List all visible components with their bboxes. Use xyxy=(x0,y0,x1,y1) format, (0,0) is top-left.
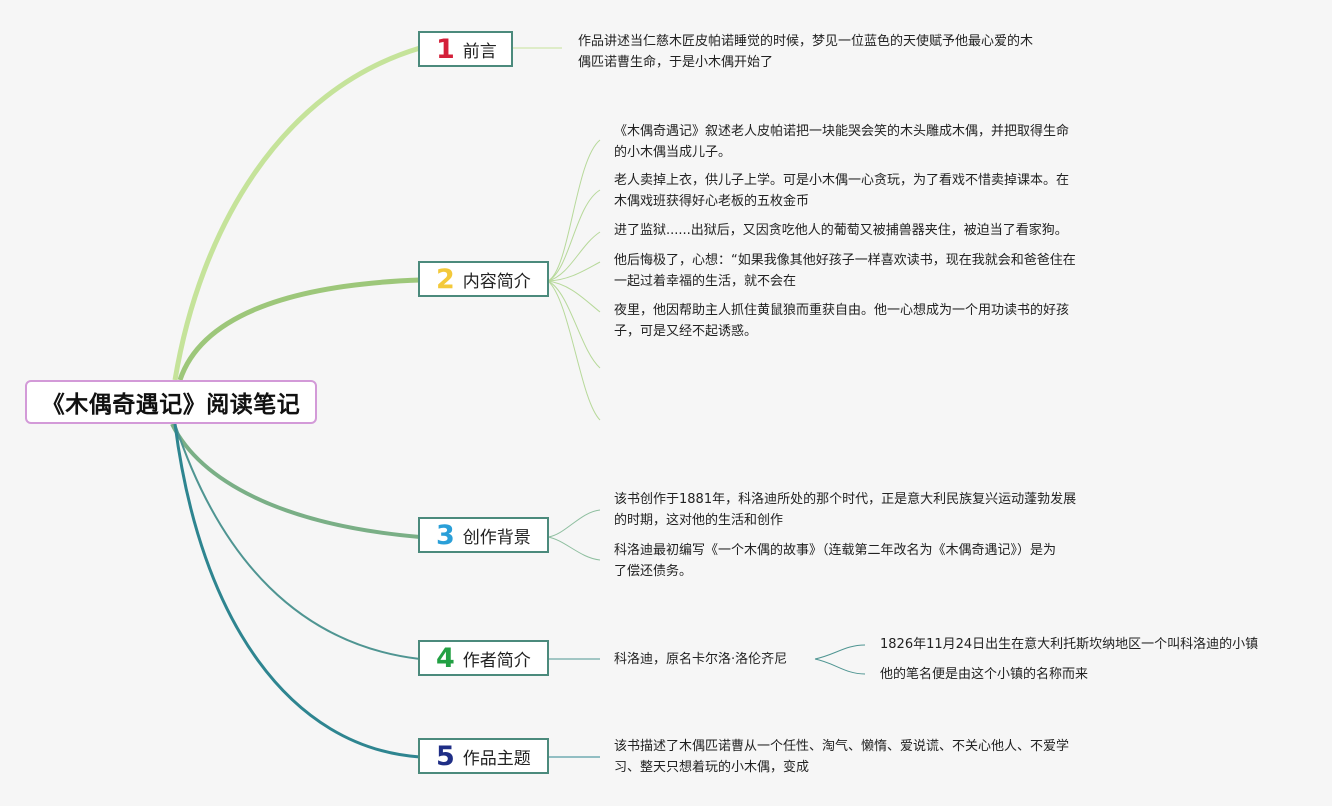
leaf-line: 该书创作于1881年，科洛迪所处的那个时代，正是意大利民族复兴运动蓬勃发展 xyxy=(614,492,1077,507)
number-1-icon: 1 xyxy=(436,33,455,65)
leaf-line: 偶匹诺曹生命，于是小木偶开始了 xyxy=(578,55,774,70)
leaf-summary-5[interactable]: 夜里，他因帮助主人抓住黄鼠狼而重获自由。他一心想成为一个用功读书的好孩 子，可是… xyxy=(614,300,1069,342)
leaf-line: 木偶戏班获得好心老板的五枚金币 xyxy=(614,194,810,209)
leaf-line: 习、整天只想着玩的小木偶，变成 xyxy=(614,760,810,775)
leaf-line: 他的笔名便是由这个小镇的名称而来 xyxy=(880,667,1089,682)
branch-label: 创作背景 xyxy=(462,527,531,548)
root-title: 《木偶奇遇记》阅读笔记 xyxy=(41,392,301,418)
leaf-summary-2[interactable]: 老人卖掉上衣，供儿子上学。可是小木偶一心贪玩，为了看戏不惜卖掉课本。在 木偶戏班… xyxy=(614,170,1069,212)
subleaf-author-penname[interactable]: 他的笔名便是由这个小镇的名称而来 xyxy=(880,664,1088,685)
leaf-line: 一起过着幸福的生活，就不会在 xyxy=(614,274,797,289)
branch-label: 作品主题 xyxy=(462,748,531,769)
root-node[interactable]: 《木偶奇遇记》阅读笔记 xyxy=(25,380,317,424)
leaf-line: 该书描述了木偶匹诺曹从一个任性、淘气、懒惰、爱说谎、不关心他人、不爱学 xyxy=(614,739,1070,754)
branch-label: 前言 xyxy=(462,41,497,62)
leaf-line: 了偿还债务。 xyxy=(614,564,693,579)
link-root-branch-4 xyxy=(174,423,421,660)
link-root-branch-1 xyxy=(172,45,421,381)
leaf-line: 《木偶奇遇记》叙述老人皮帕诺把一块能哭会笑的木头雕成木偶，并把取得生命 xyxy=(614,124,1070,139)
leaf-theme[interactable]: 该书描述了木偶匹诺曹从一个任性、淘气、懒惰、爱说谎、不关心他人、不爱学 习、整天… xyxy=(614,736,1069,778)
branch-3-background[interactable]: 3 创作背景 xyxy=(418,517,549,553)
leaf-line: 老人卖掉上衣，供儿子上学。可是小木偶一心贪玩，为了看戏不惜卖掉课本。在 xyxy=(614,173,1070,188)
leaf-line: 他后悔极了，心想：“如果我像其他好孩子一样喜欢读书，现在我就会和爸爸住在 xyxy=(614,253,1076,268)
subleaf-author-birth[interactable]: 1826年11月24日出生在意大利托斯坎纳地区一个叫科洛迪的小镇 xyxy=(880,634,1258,655)
number-3-icon: 3 xyxy=(436,519,455,551)
leaf-summary-4[interactable]: 他后悔极了，心想：“如果我像其他好孩子一样喜欢读书，现在我就会和爸爸住在 一起过… xyxy=(614,250,1076,292)
link-b3-leaves xyxy=(547,509,601,561)
leaf-line: 1826年11月24日出生在意大利托斯坎纳地区一个叫科洛迪的小镇 xyxy=(880,637,1259,652)
branch-4-author[interactable]: 4 作者简介 xyxy=(418,640,549,676)
leaf-background-1[interactable]: 该书创作于1881年，科洛迪所处的那个时代，正是意大利民族复兴运动蓬勃发展 的时… xyxy=(614,489,1076,531)
branch-label: 内容简介 xyxy=(462,271,531,292)
leaf-preface[interactable]: 作品讲述当仁慈木匠皮帕诺睡觉的时候，梦见一位蓝色的天使赋予他最心爱的木 偶匹诺曹… xyxy=(578,31,1033,73)
link-root-branch-2 xyxy=(177,277,421,381)
branch-5-theme[interactable]: 5 作品主题 xyxy=(418,738,549,774)
link-root-branch-3 xyxy=(170,423,421,539)
leaf-line: 进了监狱......出狱后，又因贪吃他人的葡萄又被捕兽器夹住，被迫当了看家狗。 xyxy=(614,223,1068,238)
number-2-icon: 2 xyxy=(436,263,455,295)
number-4-icon: 4 xyxy=(436,642,455,674)
link-root-branch-5 xyxy=(173,423,421,759)
number-5-icon: 5 xyxy=(436,740,455,772)
branch-label: 作者简介 xyxy=(462,650,531,671)
leaf-line: 作品讲述当仁慈木匠皮帕诺睡觉的时候，梦见一位蓝色的天使赋予他最心爱的木 xyxy=(578,34,1034,49)
leaf-summary-3[interactable]: 进了监狱......出狱后，又因贪吃他人的葡萄又被捕兽器夹住，被迫当了看家狗。 xyxy=(614,220,1068,241)
link-b2-leaves xyxy=(547,139,601,421)
link-b4-subleaves xyxy=(814,644,866,675)
leaf-line: 的小木偶当成儿子。 xyxy=(614,145,732,160)
branch-1-preface[interactable]: 1 前言 xyxy=(418,31,513,67)
branch-2-summary[interactable]: 2 内容简介 xyxy=(418,261,549,297)
leaf-summary-1[interactable]: 《木偶奇遇记》叙述老人皮帕诺把一块能哭会笑的木头雕成木偶，并把取得生命 的小木偶… xyxy=(614,121,1069,163)
leaf-line: 子，可是又经不起诱惑。 xyxy=(614,324,758,339)
leaf-background-2[interactable]: 科洛迪最初编写《一个木偶的故事》（连载第二年改名为《木偶奇遇记》）是为 了偿还债… xyxy=(614,540,1056,582)
leaf-line: 夜里，他因帮助主人抓住黄鼠狼而重获自由。他一心想成为一个用功读书的好孩 xyxy=(614,303,1070,318)
leaf-line: 科洛迪最初编写《一个木偶的故事》（连载第二年改名为《木偶奇遇记》）是为 xyxy=(614,543,1057,558)
leaf-author[interactable]: 科洛迪，原名卡尔洛·洛伦齐尼 xyxy=(614,649,787,670)
leaf-line: 科洛迪，原名卡尔洛·洛伦齐尼 xyxy=(614,652,788,667)
leaf-line: 的时期，这对他的生活和创作 xyxy=(614,513,784,528)
